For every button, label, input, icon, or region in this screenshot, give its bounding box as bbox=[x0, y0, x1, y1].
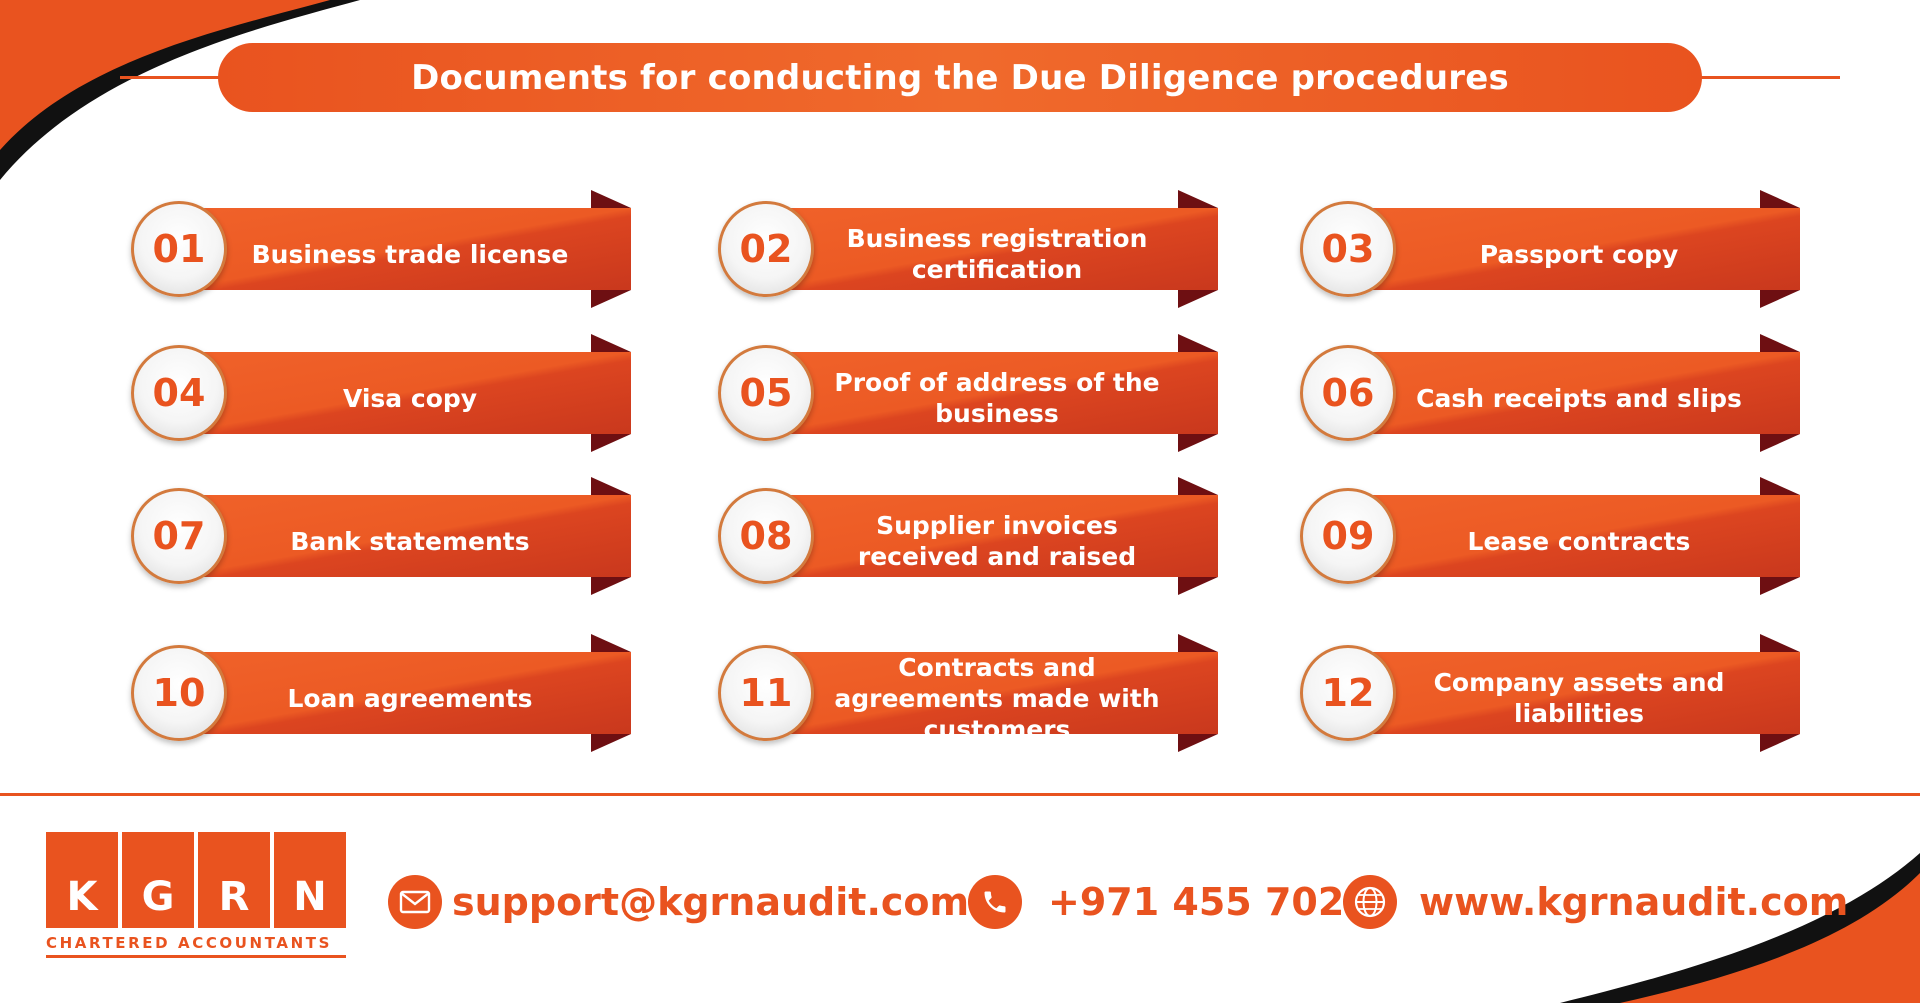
number-badge: 09 bbox=[1300, 488, 1396, 584]
logo-letter-r: R bbox=[198, 832, 270, 928]
contact-website[interactable]: www.kgrnaudit.com bbox=[1343, 872, 1848, 932]
ribbon-shape bbox=[171, 334, 631, 452]
footer-divider bbox=[0, 793, 1920, 796]
ribbon-shape bbox=[1340, 190, 1800, 308]
ribbon-shape bbox=[758, 190, 1218, 308]
document-card-03: 03 Passport copy bbox=[1300, 190, 1800, 308]
contact-email[interactable]: support@kgrnaudit.com bbox=[388, 872, 969, 932]
number-badge: 02 bbox=[718, 201, 814, 297]
logo-letter-g: G bbox=[122, 832, 194, 928]
ribbon-shape bbox=[171, 190, 631, 308]
document-card-07: 07 Bank statements bbox=[131, 477, 631, 595]
mail-icon bbox=[388, 875, 442, 929]
title-rule-left bbox=[120, 76, 230, 79]
number-badge: 08 bbox=[718, 488, 814, 584]
phone-icon bbox=[968, 875, 1022, 929]
logo-underline bbox=[46, 955, 346, 958]
document-card-09: 09 Lease contracts bbox=[1300, 477, 1800, 595]
title-rule-right bbox=[1690, 76, 1840, 79]
ribbon-shape bbox=[758, 634, 1218, 752]
phone-text[interactable]: +971 455 70204 bbox=[1048, 880, 1398, 924]
document-label: Passport copy bbox=[1479, 239, 1679, 269]
document-label: Contracts and agreements made with custo… bbox=[834, 652, 1160, 744]
number-badge: 11 bbox=[718, 645, 814, 741]
document-label: Visa copy bbox=[342, 383, 478, 413]
ribbon-shape bbox=[1340, 634, 1800, 752]
document-card-10: 10 Loan agreements bbox=[131, 634, 631, 752]
number-badge: 10 bbox=[131, 645, 227, 741]
ribbon-shape bbox=[1340, 477, 1800, 595]
document-label: Supplier invoices received and raised bbox=[857, 511, 1137, 571]
email-text[interactable]: support@kgrnaudit.com bbox=[452, 880, 970, 924]
logo-subtitle: CHARTERED ACCOUNTANTS bbox=[46, 934, 332, 952]
number-badge: 06 bbox=[1300, 345, 1396, 441]
ribbon-shape bbox=[171, 634, 631, 752]
document-card-01: 01 Business trade license bbox=[131, 190, 631, 308]
ribbon-shape bbox=[171, 477, 631, 595]
ribbon-shape bbox=[758, 334, 1218, 452]
document-label: Lease contracts bbox=[1467, 526, 1691, 556]
number-badge: 07 bbox=[131, 488, 227, 584]
number-badge: 04 bbox=[131, 345, 227, 441]
document-label: Cash receipts and slips bbox=[1416, 383, 1742, 413]
document-label: Proof of address of the business bbox=[834, 368, 1160, 428]
logo-letter-n: N bbox=[274, 832, 346, 928]
document-label: Business registration certification bbox=[846, 224, 1148, 284]
document-label: Loan agreements bbox=[287, 683, 533, 713]
document-card-08: 08 Supplier invoices received and raised bbox=[718, 477, 1218, 595]
document-label: Bank statements bbox=[290, 526, 530, 556]
number-badge: 05 bbox=[718, 345, 814, 441]
document-card-04: 04 Visa copy bbox=[131, 334, 631, 452]
ribbon-shape bbox=[758, 477, 1218, 595]
ribbon-shape bbox=[1340, 334, 1800, 452]
number-badge: 03 bbox=[1300, 201, 1396, 297]
page-title: Documents for conducting the Due Diligen… bbox=[218, 43, 1702, 112]
website-text[interactable]: www.kgrnaudit.com bbox=[1419, 880, 1849, 924]
document-card-05: 05 Proof of address of the business bbox=[718, 334, 1218, 452]
number-badge: 01 bbox=[131, 201, 227, 297]
logo-letter-k: K bbox=[46, 832, 118, 928]
document-card-06: 06 Cash receipts and slips bbox=[1300, 334, 1800, 452]
document-card-12: 12 Company assets and liabilities bbox=[1300, 634, 1800, 752]
kgrn-logo: K G R N CHARTERED ACCOUNTANTS bbox=[46, 832, 348, 958]
document-card-11: 11 Contracts and agreements made with cu… bbox=[718, 634, 1218, 752]
contact-phone[interactable]: +971 455 70204 bbox=[968, 872, 1397, 932]
document-card-02: 02 Business registration certification bbox=[718, 190, 1218, 308]
document-label: Business trade license bbox=[251, 239, 569, 269]
document-label: Company assets and liabilities bbox=[1433, 668, 1725, 728]
number-badge: 12 bbox=[1300, 645, 1396, 741]
globe-icon bbox=[1343, 875, 1397, 929]
